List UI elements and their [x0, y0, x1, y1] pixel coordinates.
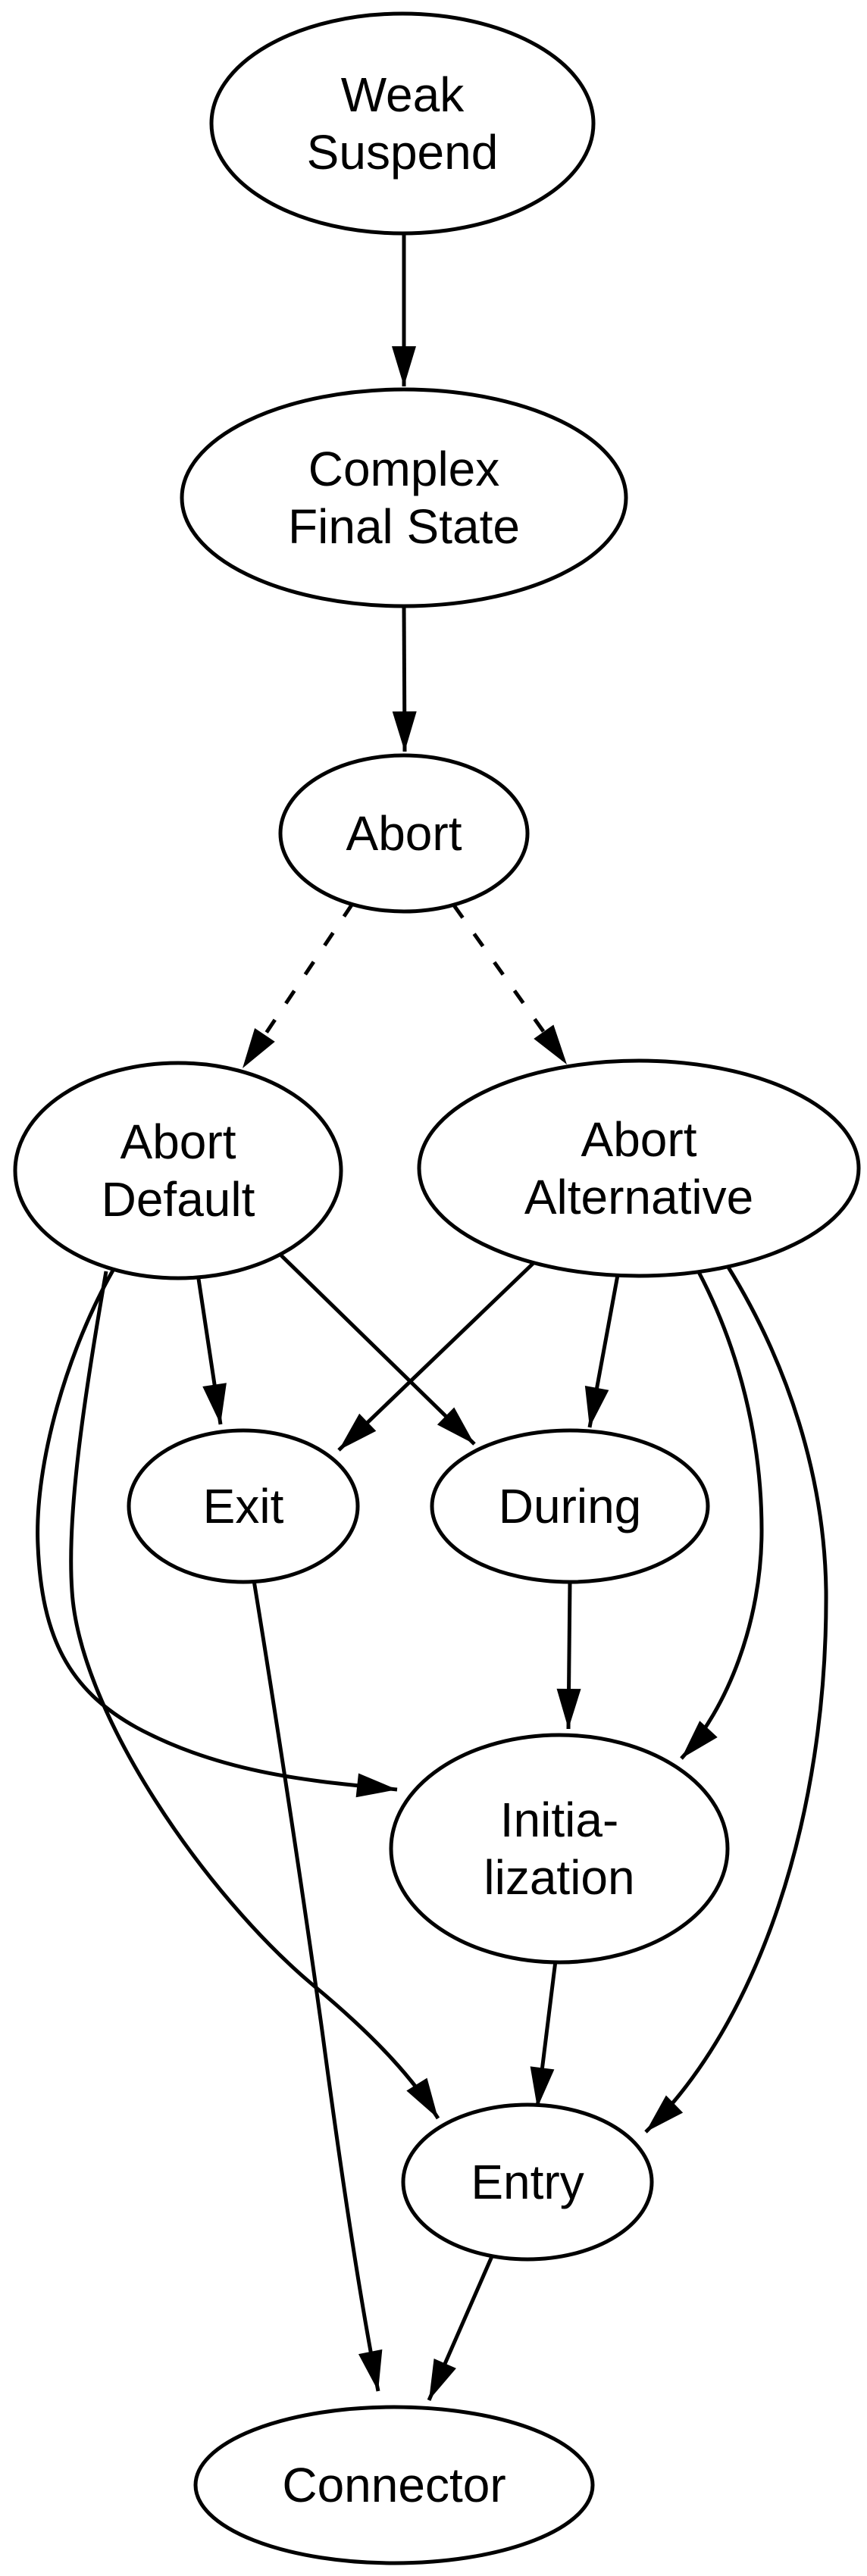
node-entry: Entry — [401, 2102, 654, 2262]
edge-abort-alternative-to-during — [584, 1274, 620, 1428]
weak-suspend-ellipse — [209, 11, 596, 236]
node-label: Abort — [346, 806, 462, 861]
node-label: During — [499, 1479, 642, 1533]
node-label: Exit — [203, 1479, 284, 1533]
node-initialization: Initia- lization — [389, 1733, 730, 1965]
edge-initialization-to-entry — [530, 1960, 558, 2109]
during-ellipse — [430, 1428, 710, 1584]
node-label: Weak — [341, 67, 465, 122]
edge-abort-default-to-during — [280, 1254, 476, 1446]
connector-ellipse — [193, 2405, 595, 2565]
node-label: Entry — [471, 2155, 584, 2209]
node-label: Complex — [308, 442, 500, 496]
abort-ellipse — [278, 753, 530, 914]
exit-ellipse — [127, 1428, 360, 1584]
entry-ellipse — [401, 2102, 654, 2262]
abort-default-ellipse — [13, 1061, 343, 1280]
edge-abort-alternative-to-entry — [644, 1265, 828, 2134]
edge-abort-to-abort-default — [240, 902, 355, 1070]
node-label: Connector — [282, 2458, 505, 2512]
node-exit: Exit — [127, 1428, 360, 1584]
node-label: Initia- — [500, 1793, 619, 1847]
edge-abort-default-to-exit — [196, 1278, 227, 1425]
node-abort-alternative: Abort Alternative — [417, 1058, 861, 1278]
nodes-layer: Weak Suspend Complex Final State Abort A… — [13, 11, 861, 2565]
node-abort-default: Abort Default — [13, 1061, 343, 1280]
node-label: Abort — [121, 1114, 236, 1169]
initialization-ellipse — [389, 1733, 730, 1965]
node-label: Default — [102, 1172, 255, 1227]
edge-during-to-initialization — [556, 1581, 581, 1730]
abort-alternative-ellipse — [417, 1058, 861, 1278]
edges-layer — [36, 233, 828, 2402]
edge-abort-alternative-to-exit — [337, 1261, 535, 1452]
node-label: Suspend — [307, 125, 499, 180]
node-label: Abort — [581, 1112, 697, 1167]
edge-abort-to-abort-alternative — [452, 904, 569, 1066]
node-weak-suspend: Weak Suspend — [209, 11, 596, 236]
node-label: Final State — [288, 499, 520, 554]
edge-complex-final-state-to-abort — [392, 605, 417, 752]
node-connector: Connector — [193, 2405, 595, 2565]
edge-abort-alternative-to-initialization — [680, 1271, 764, 1760]
node-complex-final-state: Complex Final State — [180, 387, 628, 608]
node-label: lization — [484, 1850, 634, 1905]
node-abort: Abort — [278, 753, 530, 914]
edge-abort-default-to-entry — [69, 1271, 440, 2120]
node-label: Alternative — [524, 1170, 753, 1224]
edge-entry-to-connector — [427, 2253, 495, 2402]
edge-exit-to-connector — [252, 1580, 383, 2392]
node-during: During — [430, 1428, 710, 1584]
edge-abort-default-to-initialization — [36, 1268, 398, 1798]
complex-final-state-ellipse — [180, 387, 628, 608]
